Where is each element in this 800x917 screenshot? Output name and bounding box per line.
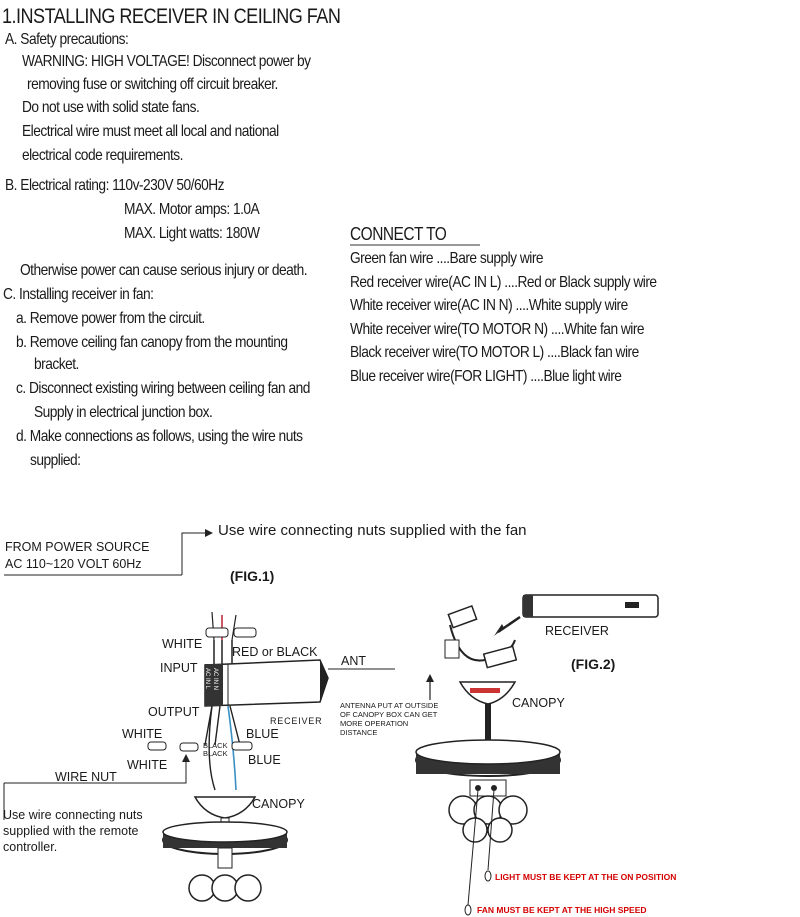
page-title: 1.INSTALLING RECEIVER IN CEILING FAN xyxy=(2,5,341,28)
safety-line: Do not use with solid state fans. xyxy=(22,99,200,116)
canopy-fig2 xyxy=(458,681,517,740)
receiver-box xyxy=(204,659,395,707)
remote-nuts-label: supplied with the remote xyxy=(3,824,139,838)
install-step: c. Disconnect existing wiring between ce… xyxy=(16,380,310,397)
light-note: LIGHT MUST BE KEPT AT THE ON POSITION xyxy=(495,872,677,882)
remote-nuts-label: controller. xyxy=(3,840,58,854)
safety-line: removing fuse or switching off circuit b… xyxy=(27,76,278,93)
wire-label-black: BLACK xyxy=(203,741,228,750)
receiver-fig2 xyxy=(522,594,659,618)
fig2-label: (FIG.2) xyxy=(571,656,616,672)
fan-housing-fig2 xyxy=(415,739,561,843)
connect-row: White receiver wire(AC IN N) ....White s… xyxy=(350,297,628,314)
safety-heading: A. Safety precautions: xyxy=(5,31,129,48)
rating-heading: B. Electrical rating: 110v-230V 50/60Hz xyxy=(5,177,225,194)
receiver-fig2-label: RECEIVER xyxy=(545,624,609,638)
install-step: supplied: xyxy=(30,452,81,469)
install-step: Supply in electrical junction box. xyxy=(34,404,213,421)
bracket-fig2 xyxy=(444,605,518,669)
canopy-label: CANOPY xyxy=(252,797,305,811)
connect-row: Blue receiver wire(FOR LIGHT) ....Blue l… xyxy=(350,368,622,385)
install-step: b. Remove ceiling fan canopy from the mo… xyxy=(16,334,288,351)
wire-label-white: WHITE xyxy=(162,637,203,651)
antenna-note: ANTENNA PUT AT OUTSIDE xyxy=(340,701,439,710)
canopy-label: CANOPY xyxy=(512,696,565,710)
connect-header: CONNECT TO xyxy=(350,224,447,244)
warning-text: Otherwise power can cause serious injury… xyxy=(20,262,308,279)
ant-label: ANT xyxy=(341,654,366,668)
safety-line: electrical code requirements. xyxy=(22,147,183,164)
fig1-label: (FIG.1) xyxy=(230,568,275,584)
install-heading: C. Installing receiver in fan: xyxy=(3,286,154,303)
use-nuts-fan-label: Use wire connecting nuts supplied with t… xyxy=(218,522,527,539)
power-voltage-label: AC 110~120 VOLT 60Hz xyxy=(5,557,142,571)
wire-label-blue: BLUE xyxy=(246,727,279,741)
power-source-label: FROM POWER SOURCE xyxy=(5,540,150,554)
antenna-note: DISTANCE xyxy=(340,728,378,737)
safety-line: Electrical wire must meet all local and … xyxy=(22,123,279,140)
input-label: INPUT xyxy=(160,661,198,675)
rating-line: MAX. Light watts: 180W xyxy=(124,225,260,242)
install-step: bracket. xyxy=(34,356,79,373)
wire-label-white: WHITE xyxy=(122,727,163,741)
wire-label-blue: BLUE xyxy=(248,753,281,767)
output-label: OUTPUT xyxy=(148,705,200,719)
remote-nuts-label: Use wire connecting nuts xyxy=(3,808,143,822)
wire-label-black: BLACK xyxy=(203,749,228,758)
install-step: d. Make connections as follows, using th… xyxy=(16,428,303,445)
connect-row: Green fan wire ....Bare supply wire xyxy=(350,250,544,267)
fan-note: FAN MUST BE KEPT AT THE HIGH SPEED xyxy=(477,905,647,915)
antenna-note: MORE OPERATION xyxy=(340,719,409,728)
fan-housing-fig1 xyxy=(162,821,288,902)
safety-line: WARNING: HIGH VOLTAGE! Disconnect power … xyxy=(22,53,311,70)
connect-row: White receiver wire(TO MOTOR N) ....Whit… xyxy=(350,321,645,338)
receiver-port-label: AC IN N xyxy=(212,668,218,691)
wire-label-white: WHITE xyxy=(127,758,168,772)
receiver-port-label: AC IN L xyxy=(204,668,210,690)
connect-row: Black receiver wire(TO MOTOR L) ....Blac… xyxy=(350,344,639,361)
wire-nut-label: WIRE NUT xyxy=(55,770,117,784)
install-step: a. Remove power from the circuit. xyxy=(16,310,205,327)
wire-label-red-black: RED or BLACK xyxy=(232,645,318,659)
antenna-note: OF CANOPY BOX CAN GET xyxy=(340,710,438,719)
rating-line: MAX. Motor amps: 1.0A xyxy=(124,201,260,218)
connect-row: Red receiver wire(AC IN L) ....Red or Bl… xyxy=(350,274,657,291)
receiver-label: RECEIVER xyxy=(270,716,323,726)
